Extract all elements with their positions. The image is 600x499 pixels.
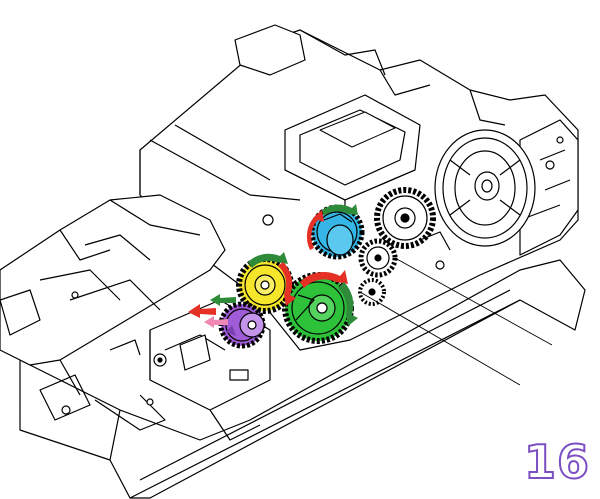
- pink-arrow-left: [204, 316, 228, 328]
- chassis: [0, 24, 586, 499]
- green-arrow-yellow-gear: [248, 252, 288, 268]
- leader-lines: [359, 257, 553, 386]
- green-arrow-blue-gear: [322, 204, 358, 216]
- green-arrow-green-gear: [338, 282, 358, 326]
- detail-parts: [61, 136, 564, 415]
- flywheel: [434, 129, 536, 247]
- red-arrow-green-gear: [300, 270, 348, 288]
- black-gear-large: [374, 187, 436, 249]
- black-gear-lower: [358, 278, 386, 306]
- red-arrow-blue-gear: [306, 210, 324, 250]
- page-number: 16: [523, 435, 590, 489]
- red-arrow-left: [188, 304, 216, 318]
- green-arrow-left: [210, 294, 236, 306]
- black-gear-small: [358, 238, 398, 278]
- purple-arrow-left: [226, 325, 236, 336]
- rotation-arrows: [188, 204, 358, 336]
- red-arrow-yellow-gear: [278, 262, 296, 306]
